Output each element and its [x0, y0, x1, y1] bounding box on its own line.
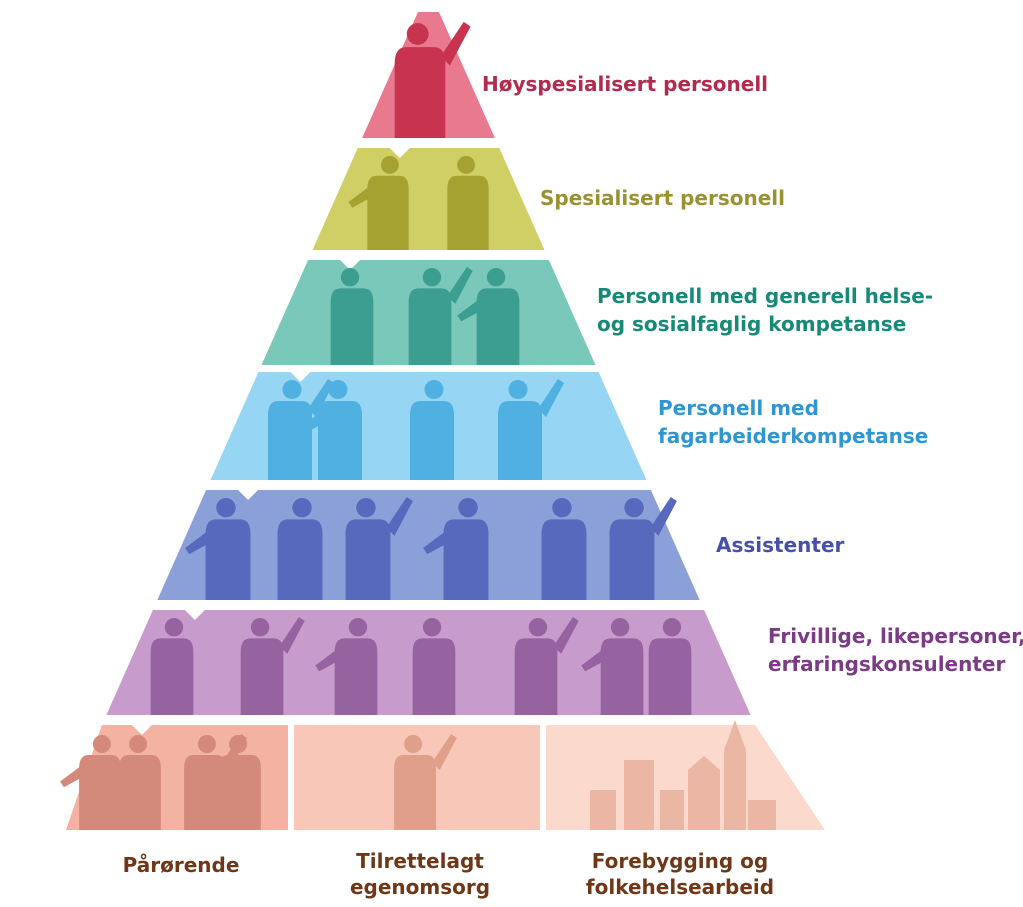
person-silhouette	[581, 618, 644, 715]
person-silhouette	[150, 618, 194, 715]
label-line: Assistenter	[716, 533, 845, 557]
base-shape	[546, 725, 825, 830]
person-silhouette	[268, 379, 334, 480]
person-silhouette	[240, 617, 305, 715]
person-silhouette	[609, 496, 677, 600]
label-line: Personell med	[658, 396, 819, 420]
label-line: Spesialisert personell	[540, 186, 786, 210]
label-frivillige: Frivillige, likepersoner, erfaringskonsu…	[768, 622, 1023, 678]
label-line: Pårørende	[122, 853, 240, 877]
person-silhouette	[200, 735, 261, 830]
person-silhouette	[447, 156, 489, 250]
person-silhouette	[541, 498, 587, 600]
building-shape	[660, 790, 684, 830]
pyramid-tiers	[106, 12, 751, 715]
base-block-parorende	[60, 725, 288, 830]
person-silhouette	[394, 734, 457, 830]
label-line: folkehelsearbeid	[585, 875, 775, 899]
label-assistenter: Assistenter	[716, 531, 844, 559]
tier-frivillige	[106, 610, 751, 715]
person-silhouette	[330, 268, 374, 365]
spire-shape	[724, 720, 746, 750]
tier-fagarbeider	[210, 372, 647, 480]
label-line: erfaringskonsulenter	[768, 652, 1006, 676]
building-shape	[724, 750, 746, 830]
person-silhouette	[457, 268, 520, 365]
person-silhouette	[348, 156, 409, 250]
tier-generell	[261, 260, 596, 365]
label-egenomsorg: Tilrettelagt egenomsorg	[330, 848, 510, 900]
label-line: Forebygging og	[591, 849, 769, 873]
person-silhouette	[498, 379, 564, 480]
label-line: Høyspesialisert personell	[482, 72, 769, 96]
person-silhouette	[514, 617, 579, 715]
person-silhouette	[119, 735, 161, 830]
label-line: og sosialfaglig kompetanse	[597, 312, 907, 336]
label-line: egenomsorg	[349, 875, 491, 899]
base-block-egenomsorg	[294, 725, 540, 830]
tier-spesialisert	[312, 148, 545, 250]
label-fagarbeider: Personell med fagarbeiderkompetanse	[658, 394, 928, 450]
label-line: Frivillige, likepersoner,	[768, 624, 1023, 648]
person-silhouette	[185, 498, 251, 600]
label-hoyspesialisert: Høyspesialisert personell	[482, 70, 768, 98]
person-silhouette	[408, 267, 473, 365]
tier-hoyspesialisert	[362, 12, 495, 138]
tier-assistenter	[157, 490, 700, 600]
label-forebygging: Forebygging og folkehelsearbeid	[580, 848, 780, 900]
label-line: fagarbeiderkompetanse	[658, 424, 929, 448]
label-line: Tilrettelagt	[356, 849, 484, 873]
roof-shape	[688, 756, 720, 770]
person-silhouette	[410, 380, 454, 480]
label-parorende: Pårørende	[96, 852, 266, 878]
person-silhouette	[345, 496, 413, 600]
label-line: Personell med generell helse-	[597, 284, 934, 308]
person-silhouette	[298, 380, 362, 480]
person-silhouette	[394, 21, 471, 138]
label-generell: Personell med generell helse- og sosialf…	[597, 282, 933, 338]
building-shape	[624, 760, 654, 830]
city-icon	[590, 720, 776, 830]
person-silhouette	[315, 618, 378, 715]
base-block-forebygging	[546, 720, 825, 830]
person-silhouette	[423, 498, 489, 600]
pyramid-base	[60, 720, 825, 830]
person-silhouette	[277, 498, 323, 600]
building-shape	[748, 800, 776, 830]
person-silhouette	[60, 735, 121, 830]
building-shape	[688, 770, 720, 830]
label-spesialisert: Spesialisert personell	[540, 184, 785, 212]
person-silhouette	[412, 618, 456, 715]
person-silhouette	[648, 618, 692, 715]
building-shape	[590, 790, 616, 830]
tier-shape	[312, 148, 545, 250]
